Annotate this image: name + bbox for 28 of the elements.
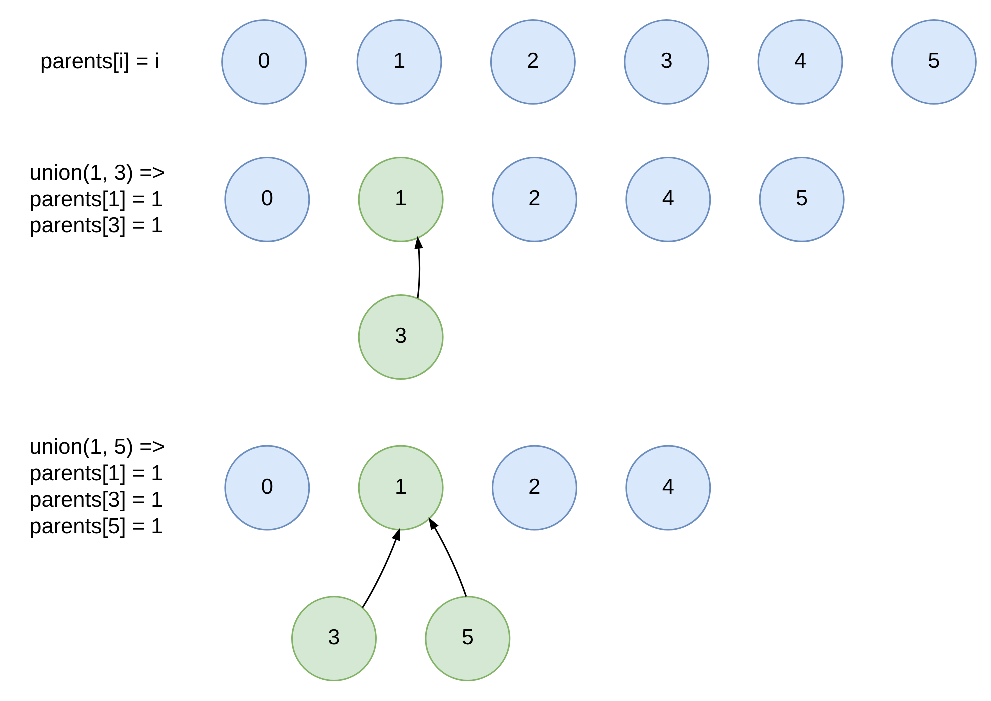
label: parents[1] = 1 xyxy=(30,460,164,486)
label: union(1, 5) => xyxy=(30,434,166,460)
label: parents[3] = 1 xyxy=(30,487,164,512)
node-circle: 0 xyxy=(222,19,308,105)
node-circle: 4 xyxy=(626,157,712,242)
arrow xyxy=(362,528,400,608)
node-circle: 0 xyxy=(224,445,310,531)
label: parents[i] = i xyxy=(40,48,160,74)
node-circle: 4 xyxy=(758,19,844,105)
node-circle: 3 xyxy=(358,294,444,380)
node-circle: 1 xyxy=(358,157,444,242)
node-circle: 4 xyxy=(626,445,712,531)
node-circle: 5 xyxy=(891,19,977,105)
node-circle: 0 xyxy=(224,157,310,242)
node-circle: 3 xyxy=(292,596,377,682)
arrow xyxy=(428,517,468,598)
label: parents[5] = 1 xyxy=(30,513,164,538)
node-circle: 5 xyxy=(425,596,511,682)
label: parents[1] = 1 xyxy=(30,186,164,212)
label: union(1, 3) => xyxy=(30,160,166,185)
label: parents[3] = 1 xyxy=(30,212,164,238)
node-circle: 1 xyxy=(356,19,442,105)
node-circle: 3 xyxy=(624,19,710,105)
arrow xyxy=(414,236,424,299)
node-circle: 2 xyxy=(492,445,578,531)
node-circle: 2 xyxy=(490,19,576,105)
node-circle: 2 xyxy=(492,157,578,242)
node-circle: 5 xyxy=(759,157,845,242)
